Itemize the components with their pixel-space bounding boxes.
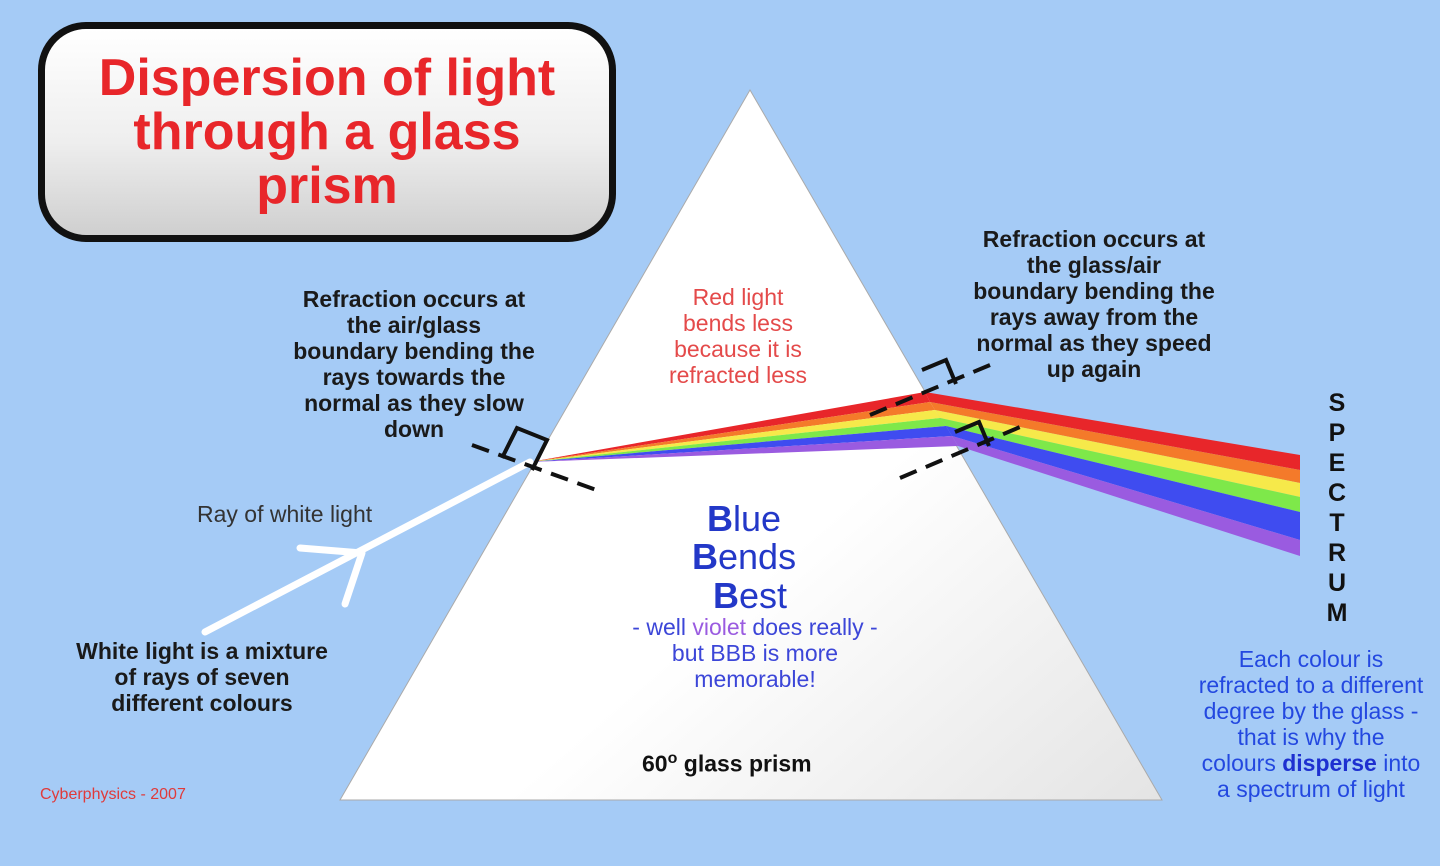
bbb-initial-3: B [713,575,739,616]
spectrum-letter: S [1328,389,1346,417]
normal-line-left [471,443,603,494]
disperse-word: disperse [1282,750,1377,776]
spectrum-letter: M [1326,599,1348,627]
title-box: Dispersion of light through a glass pris… [38,22,616,242]
violet-note-part-1: - well [632,614,693,640]
spectrum-band-violet [952,436,1300,556]
ray-of-white-light-label: Ray of white light [197,501,373,527]
right-angle-marker-right-bottom [954,419,991,447]
spectrum-band-blue [946,426,1300,540]
light-fan-red [530,392,930,462]
spectrum-letter: C [1327,479,1347,507]
light-fan-yellow [530,410,940,462]
bbb-rest-3: est [739,575,788,616]
each-colour-before: Each colour is refracted to a different … [1198,646,1424,776]
prism-angle: 60 [642,750,668,777]
spectrum-letter: R [1327,539,1347,567]
spectrum-letter: U [1327,569,1347,597]
bbb-initial-2: B [692,536,718,577]
light-fan-violet [530,436,958,462]
bbb-rest-2: ends [718,536,797,577]
blue-bends-best-line-1: Blue [707,500,781,538]
spectrum-band-yellow [935,410,1300,497]
light-fan-blue [530,426,952,462]
prism-label-text: glass prism [677,750,812,777]
prism-label: 60o glass prism [642,750,812,778]
white-ray-arrowhead [296,544,366,608]
bbb-initial-1: B [707,498,733,539]
white-ray [201,458,534,636]
violet-note: - well violet does really - but BBB is m… [600,614,910,692]
each-colour-after: into a spectrum of light [1217,750,1421,802]
red-light-note: Red light bends less because it is refra… [668,284,808,388]
right-angle-marker-left [500,425,550,471]
each-colour-note: Each colour is refracted to a different … [1198,646,1424,802]
blue-bends-best-line-3: Best [713,577,787,615]
right-angle-marker-right-top [921,357,958,385]
spectrum-band-green [940,418,1300,512]
spectrum-letter: T [1329,509,1345,537]
normal-line-right-top [869,363,991,417]
violet-word: violet [692,614,747,640]
spectrum-letter: E [1328,449,1346,477]
white-light-note: White light is a mixture of rays of seve… [76,638,328,716]
spectrum-label: S P E C T R U M [1322,388,1352,628]
bbb-rest-1: lue [733,498,782,539]
glass-air-refraction-note: Refraction occurs at the glass/air bound… [973,226,1215,382]
violet-note-part-2: does really - but BBB is more memorable! [671,614,878,692]
normal-line-right-bottom [899,425,1021,480]
spectrum-letter: P [1328,419,1346,447]
blue-bends-best-line-2: Bends [692,538,796,576]
light-fan-orange [530,402,935,462]
degree-symbol: o [667,750,678,767]
credit-label: Cyberphysics - 2007 [40,786,186,803]
spectrum-band-orange [930,402,1300,483]
light-fan-green [530,418,946,462]
spectrum-band-red [925,392,1300,470]
air-glass-refraction-note: Refraction occurs at the air/glass bound… [293,286,535,442]
diagram-title: Dispersion of light through a glass pris… [98,49,556,215]
